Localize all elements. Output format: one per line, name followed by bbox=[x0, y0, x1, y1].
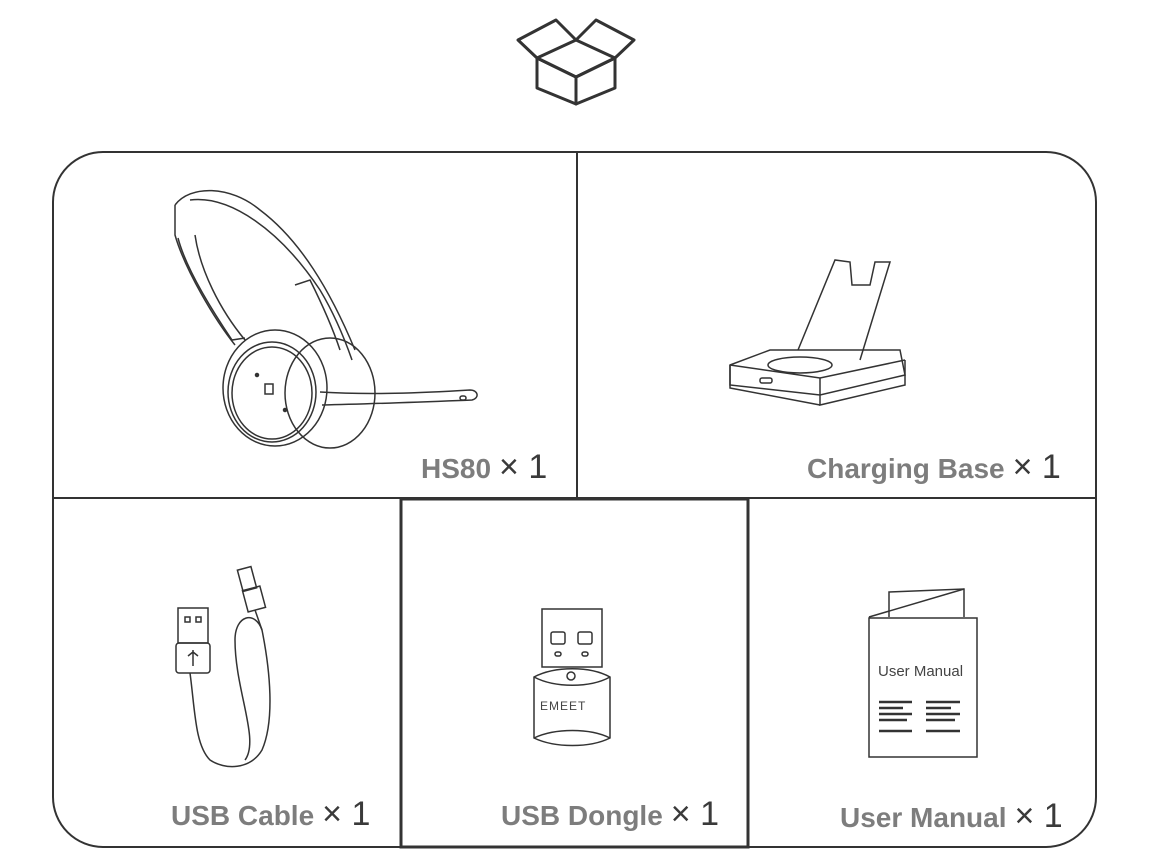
item-label-user-manual: User Manual × 1 bbox=[840, 797, 1063, 836]
item-label-hs80: HS80 × 1 bbox=[421, 448, 547, 487]
usb-cable-illustration bbox=[175, 565, 271, 768]
item-qty: × 1 bbox=[670, 795, 719, 833]
usb-dongle-illustration bbox=[533, 608, 611, 747]
item-name: HS80 bbox=[421, 453, 492, 484]
item-name: User Manual bbox=[840, 802, 1007, 833]
dongle-brand-text: EMEET bbox=[540, 699, 587, 713]
user-manual-illustration bbox=[868, 588, 978, 758]
headset-illustration bbox=[174, 189, 478, 449]
item-name: USB Cable bbox=[171, 800, 315, 831]
item-label-usb-dongle: USB Dongle × 1 bbox=[501, 795, 719, 834]
item-label-charging-base: Charging Base × 1 bbox=[807, 448, 1061, 487]
charging-base-illustration bbox=[729, 259, 906, 406]
item-qty: × 1 bbox=[1014, 797, 1063, 835]
item-name: Charging Base bbox=[807, 453, 1005, 484]
item-name: USB Dongle bbox=[501, 800, 663, 831]
item-qty: × 1 bbox=[322, 795, 371, 833]
item-qty: × 1 bbox=[1012, 448, 1061, 486]
item-label-usb-cable: USB Cable × 1 bbox=[171, 795, 370, 834]
grid-frame bbox=[52, 151, 1097, 849]
open-box-icon bbox=[516, 18, 636, 106]
manual-cover-title: User Manual bbox=[878, 663, 964, 680]
item-qty: × 1 bbox=[499, 448, 548, 486]
